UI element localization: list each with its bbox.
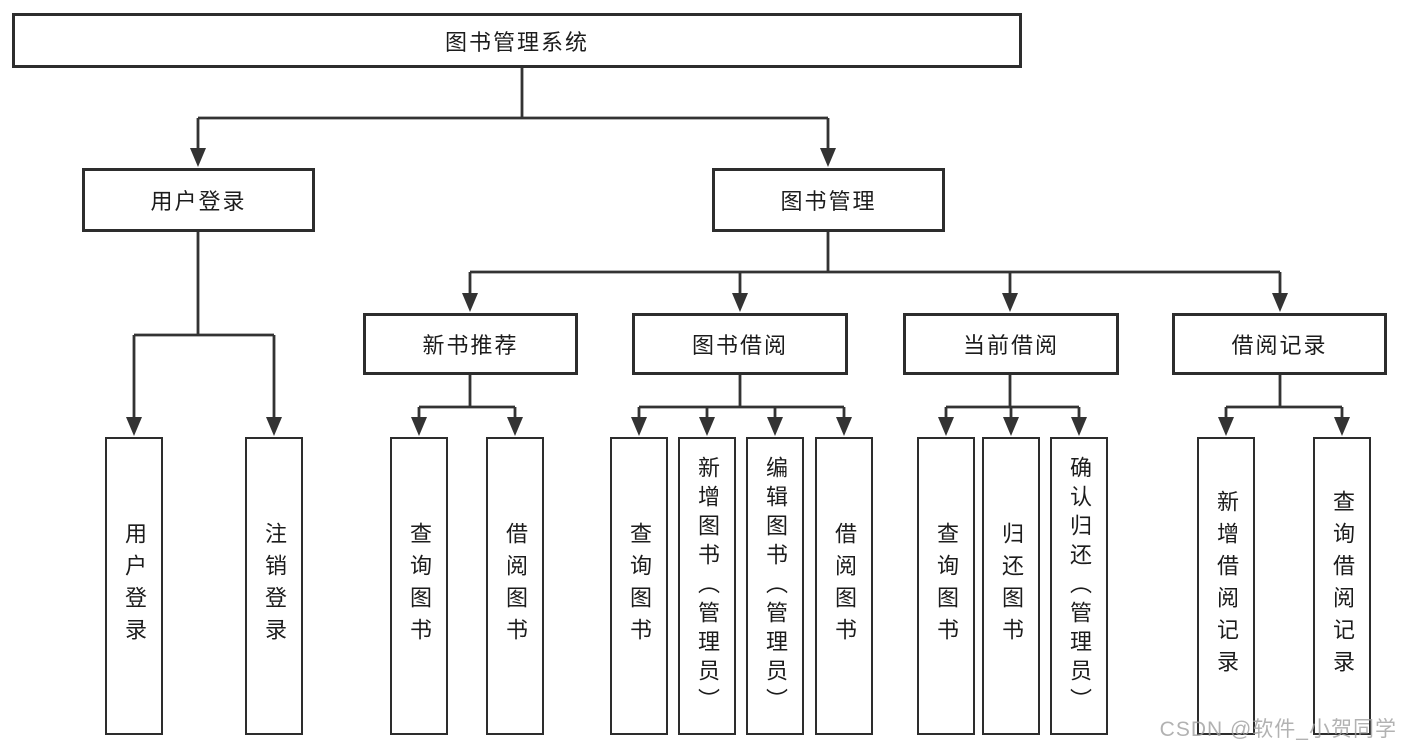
node-current-borrowing: 当前借阅: [903, 313, 1119, 375]
leaf-logout: 注销登录: [245, 437, 303, 735]
node-borrow-records: 借阅记录: [1172, 313, 1387, 375]
leaf-add-books-admin: 新增图书（管理员）: [678, 437, 736, 735]
leaf-confirm-return-admin: 确认归还（管理员）: [1050, 437, 1108, 735]
leaf-edit-books-admin: 编辑图书（管理员）: [746, 437, 804, 735]
leaf-return-books: 归还图书: [982, 437, 1040, 735]
node-user-login: 用户登录: [82, 168, 315, 232]
leaf-borrow-books-borrowing: 借阅图书: [815, 437, 873, 735]
leaf-query-books-borrowing: 查询图书: [610, 437, 668, 735]
leaf-borrow-books-recommend: 借阅图书: [486, 437, 544, 735]
leaf-query-books-recommend: 查询图书: [390, 437, 448, 735]
leaf-query-books-current: 查询图书: [917, 437, 975, 735]
node-book-borrowing: 图书借阅: [632, 313, 848, 375]
leaf-add-borrow-record: 新增借阅记录: [1197, 437, 1255, 735]
node-new-book-recommend: 新书推荐: [363, 313, 578, 375]
leaf-query-borrow-record: 查询借阅记录: [1313, 437, 1371, 735]
leaf-user-login: 用户登录: [105, 437, 163, 735]
node-library-management-system: 图书管理系统: [12, 13, 1022, 68]
tree-edges: [132, 67, 1344, 419]
node-book-management: 图书管理: [712, 168, 945, 232]
csdn-watermark: CSDN @软件_小贺同学: [1159, 718, 1397, 741]
